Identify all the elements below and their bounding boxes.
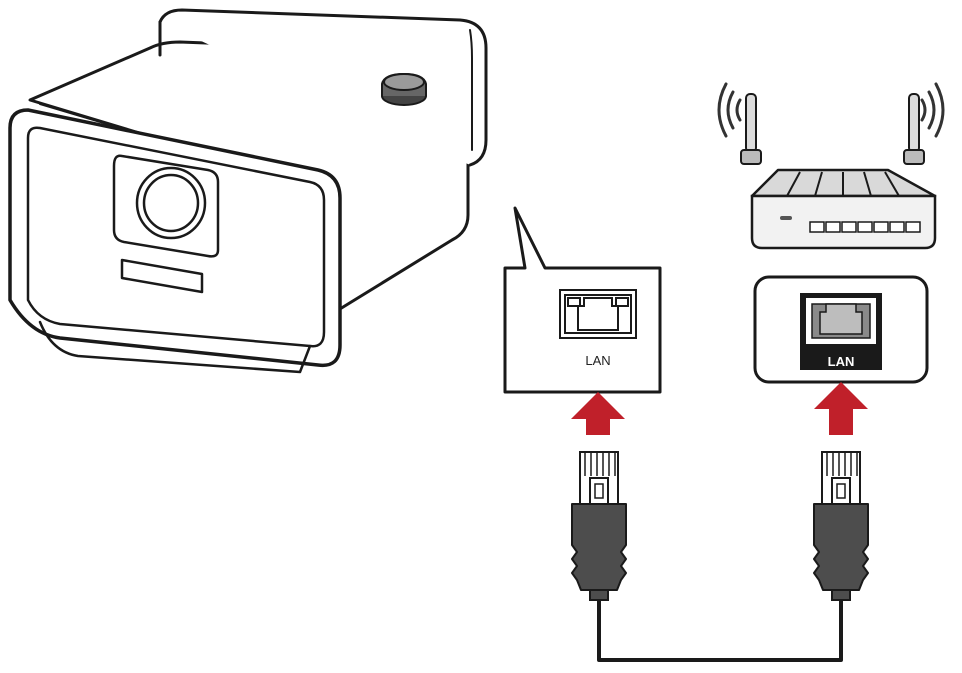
- rj45-plug-icon: [571, 451, 627, 601]
- ethernet-cable: [597, 600, 843, 662]
- arrow-up-icon: [571, 392, 625, 435]
- ethernet-port-icon: [559, 289, 637, 339]
- projector-lan-callout: LAN: [503, 206, 662, 394]
- projector-icon: [8, 8, 488, 374]
- projector-lan-label: LAN: [585, 353, 610, 368]
- rj45-plug-icon: [813, 451, 869, 601]
- router-icon: [717, 82, 945, 250]
- ethernet-port-icon: [800, 293, 882, 370]
- arrow-up-icon: [814, 382, 868, 435]
- wifi-signal-icon: [717, 82, 945, 138]
- router-lan-callout: LAN: [753, 275, 929, 384]
- router-lan-label: LAN: [828, 354, 855, 369]
